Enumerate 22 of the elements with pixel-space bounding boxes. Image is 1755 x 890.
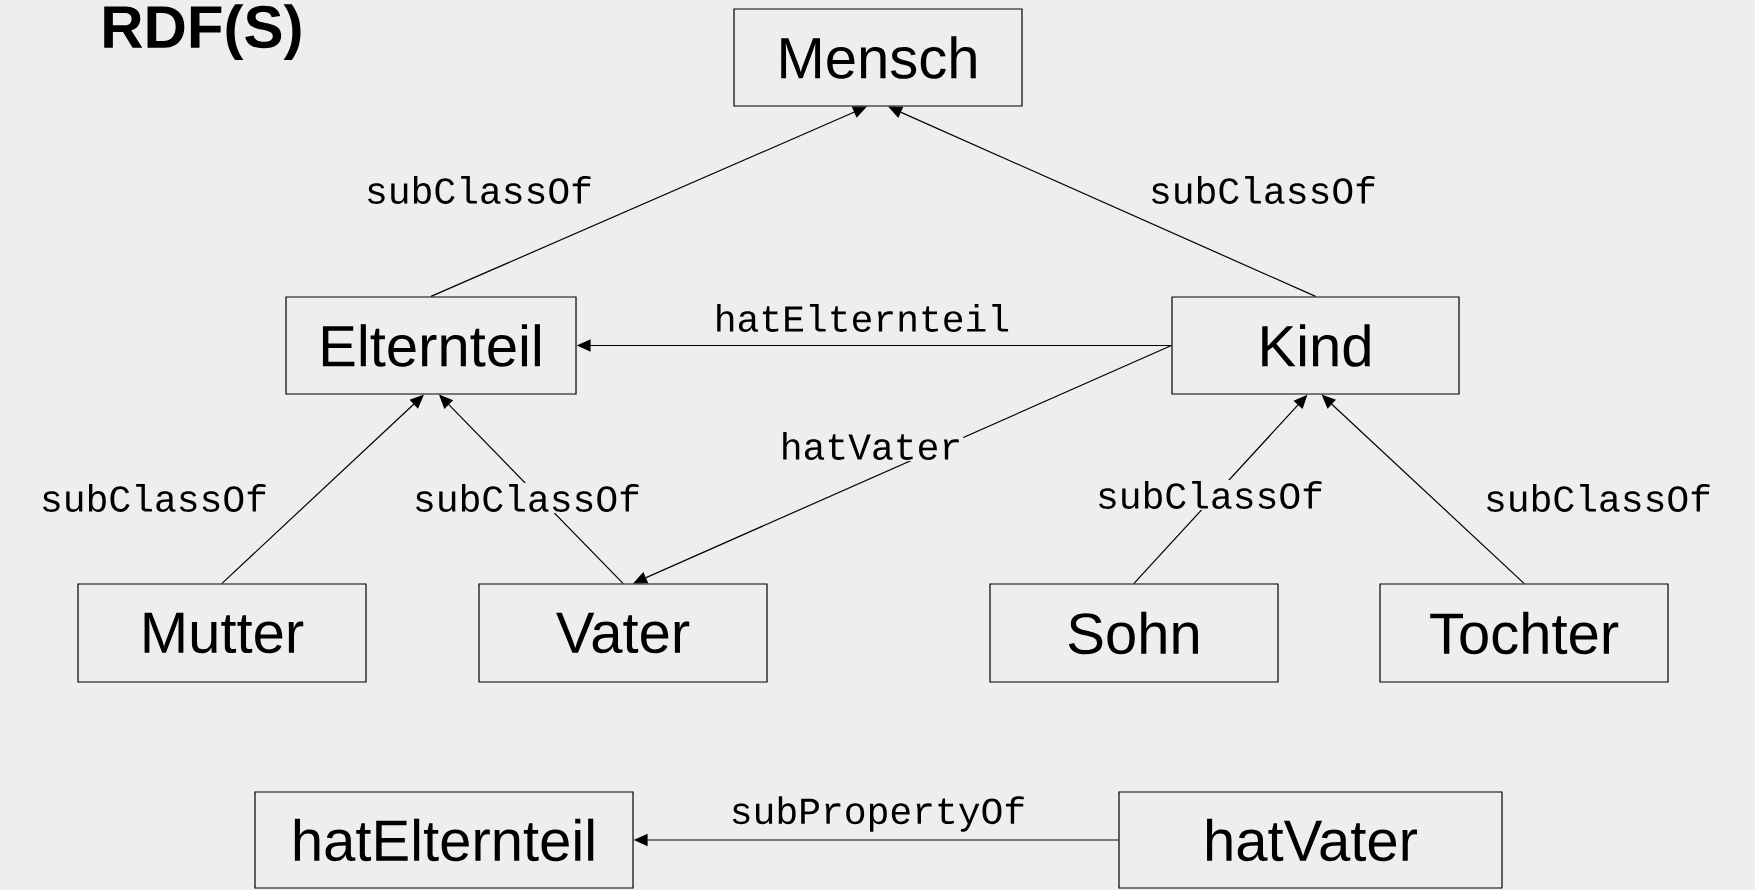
class-box: Sohn	[989, 583, 1279, 683]
edge-label: subClassOf	[39, 483, 270, 513]
edge-label: subClassOf	[1095, 480, 1326, 510]
edge-label: subClassOf	[1483, 483, 1714, 513]
edge-label: hatElternteil	[712, 303, 1012, 333]
edge-label: subClassOf	[1148, 175, 1379, 205]
class-box: Vater	[478, 583, 768, 683]
class-box: hatElternteil	[254, 791, 634, 889]
arrow	[430, 106, 867, 297]
class-box: Tochter	[1379, 583, 1669, 683]
edge-label: subClassOf	[412, 483, 643, 513]
arrow	[888, 106, 1317, 297]
edge-label: subClassOf	[364, 175, 595, 205]
slide-title: RDF(S)	[104, 4, 301, 61]
class-box: Elternteil	[285, 296, 577, 395]
class-box: hatVater	[1118, 791, 1503, 889]
arrow	[633, 344, 1172, 584]
class-box: Mensch	[733, 8, 1023, 107]
edge-label: subPropertyOf	[728, 795, 1028, 833]
edge-label: hatVater	[778, 431, 964, 461]
class-box: Kind	[1171, 296, 1460, 395]
class-box: Mutter	[77, 583, 367, 683]
